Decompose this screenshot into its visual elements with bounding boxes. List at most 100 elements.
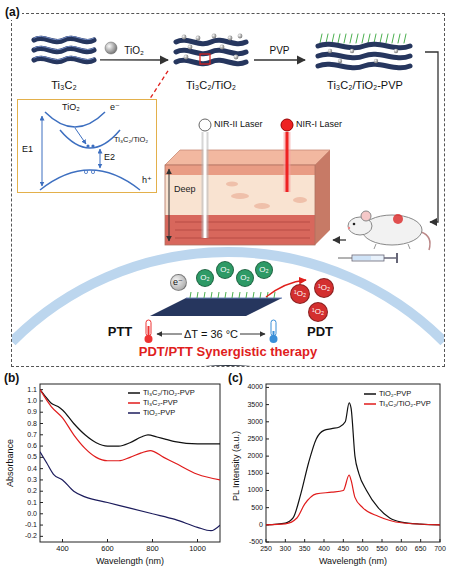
band-label: Ti₃C₂/TiO₂ <box>114 136 148 145</box>
chart-plot <box>40 384 220 542</box>
tick-mark <box>266 438 269 439</box>
ti3c2-tio2-pvp-sheets <box>374 59 378 63</box>
spectrum-curve <box>266 475 440 525</box>
tick-label: 3000 <box>247 418 263 426</box>
skin-tissue-illustration <box>175 230 310 231</box>
edge-label: TiO₂ <box>124 44 144 56</box>
tick-label: 550 <box>376 545 388 553</box>
tick-label: 450 <box>337 545 349 553</box>
ti3c2-tio2-pvp-sheets <box>350 34 352 43</box>
cell-illustration <box>239 292 240 298</box>
tick-mark <box>40 491 43 492</box>
legend-swatch <box>128 412 140 414</box>
ti3c2-tio2-pvp-sheets <box>318 34 410 68</box>
tick-label: 600 <box>395 545 407 553</box>
oxygen-molecule: O₂ <box>255 261 273 279</box>
therapy-label: PTT <box>108 325 133 340</box>
cell-illustration <box>148 326 150 336</box>
tick-mark <box>343 539 344 542</box>
tick-mark <box>40 412 43 413</box>
plot-frame <box>266 384 440 542</box>
panel-letter: (a) <box>3 6 22 20</box>
skin-tissue-illustration <box>175 222 310 223</box>
syringe <box>384 257 396 259</box>
legend-label: Ti₃C₂/TiO₂-PVP <box>379 400 431 409</box>
tick-mark <box>40 525 43 526</box>
spectrum-curve <box>40 452 220 531</box>
legend-label: TiO₂-PVP <box>379 390 411 399</box>
skin-tissue-illustration <box>254 203 270 209</box>
ti3c2-tio2-pvp-sheets <box>368 34 370 43</box>
tick-mark <box>324 539 325 542</box>
skin-tissue-illustration <box>175 222 310 238</box>
skin-tissue-illustration <box>165 215 315 245</box>
mouse-illustration <box>348 211 430 250</box>
tick-label: 2000 <box>247 452 263 460</box>
ti3c2-tio2-sheets <box>238 34 243 39</box>
nir-i-laser <box>284 132 291 192</box>
ti3c2-tio2-pvp-sheets <box>394 49 398 53</box>
tick-mark <box>266 507 269 508</box>
tick-mark <box>266 490 269 491</box>
band-structure <box>100 149 101 168</box>
molecule-label: O₂ <box>220 265 229 274</box>
tick-label: 650 <box>415 545 427 553</box>
tio2-sphere <box>105 42 117 54</box>
temperature-label: ΔT = 36 °C <box>182 328 240 341</box>
band-structure <box>84 170 87 173</box>
nir-ii-laser <box>199 119 211 238</box>
band-structure <box>75 128 86 144</box>
tick-mark <box>285 539 286 542</box>
mouse-illustration <box>353 223 356 226</box>
tick-label: 700 <box>434 545 446 553</box>
cell-illustration <box>190 292 191 298</box>
skin-tissue-illustration <box>165 150 330 165</box>
tick-label: 0.1 <box>27 498 37 506</box>
tick-mark <box>40 400 43 401</box>
tick-label: 0.2 <box>27 487 37 495</box>
cell-illustration <box>158 365 298 366</box>
skin-tissue-illustration <box>165 150 330 245</box>
spectrum-curve <box>266 403 440 525</box>
data-curves <box>40 390 220 531</box>
tick-label: 1000 <box>247 486 263 494</box>
tick-mark <box>382 539 383 542</box>
syringe <box>353 256 371 260</box>
band-structure <box>60 130 120 148</box>
nir-ii-laser <box>204 132 207 238</box>
mouse-illustration <box>361 211 371 221</box>
tick-label: 0 <box>259 521 263 529</box>
oxygen-molecule: O₂ <box>196 269 214 287</box>
cell-illustration <box>145 335 153 343</box>
cell-illustration <box>218 292 219 298</box>
band-structure <box>91 170 94 173</box>
ti3c2-tio2-pvp-sheets <box>380 34 382 43</box>
tick-label: 0.9 <box>27 408 37 416</box>
tick-mark <box>304 539 305 542</box>
tick-label: 1.1 <box>27 386 37 394</box>
tick-label: -0.2 <box>25 532 37 540</box>
ti3c2-tio2-pvp-sheets <box>332 34 334 43</box>
skin-tissue-illustration <box>226 182 238 187</box>
process-arrow <box>254 59 305 60</box>
skin-tissue-illustration <box>169 169 170 241</box>
tick-label: 1000 <box>189 545 206 554</box>
ti3c2-tio2-sheets <box>182 35 187 40</box>
tick-label: 500 <box>357 545 369 553</box>
ti3c2-tio2-pvp-sheets <box>318 54 410 57</box>
nir-i-laser <box>286 132 289 192</box>
material-stage: Ti₃C₂ <box>28 28 100 96</box>
cell-illustration <box>12 252 444 342</box>
process-arrow <box>100 59 168 60</box>
cell-illustration <box>190 292 275 298</box>
molecule-label: O₂ <box>259 265 268 274</box>
tick-mark <box>401 539 402 542</box>
material-label: Ti₃C₂/TiO₂-PVP <box>327 79 403 92</box>
carrier-label: h⁺ <box>142 175 152 185</box>
mouse-illustration <box>408 244 410 249</box>
ti3c2-tio2-pvp-sheets <box>344 34 346 43</box>
skin-tissue-illustration <box>165 165 315 245</box>
cell-illustration <box>260 292 261 298</box>
ti3c2-tio2-sheets <box>176 40 246 43</box>
